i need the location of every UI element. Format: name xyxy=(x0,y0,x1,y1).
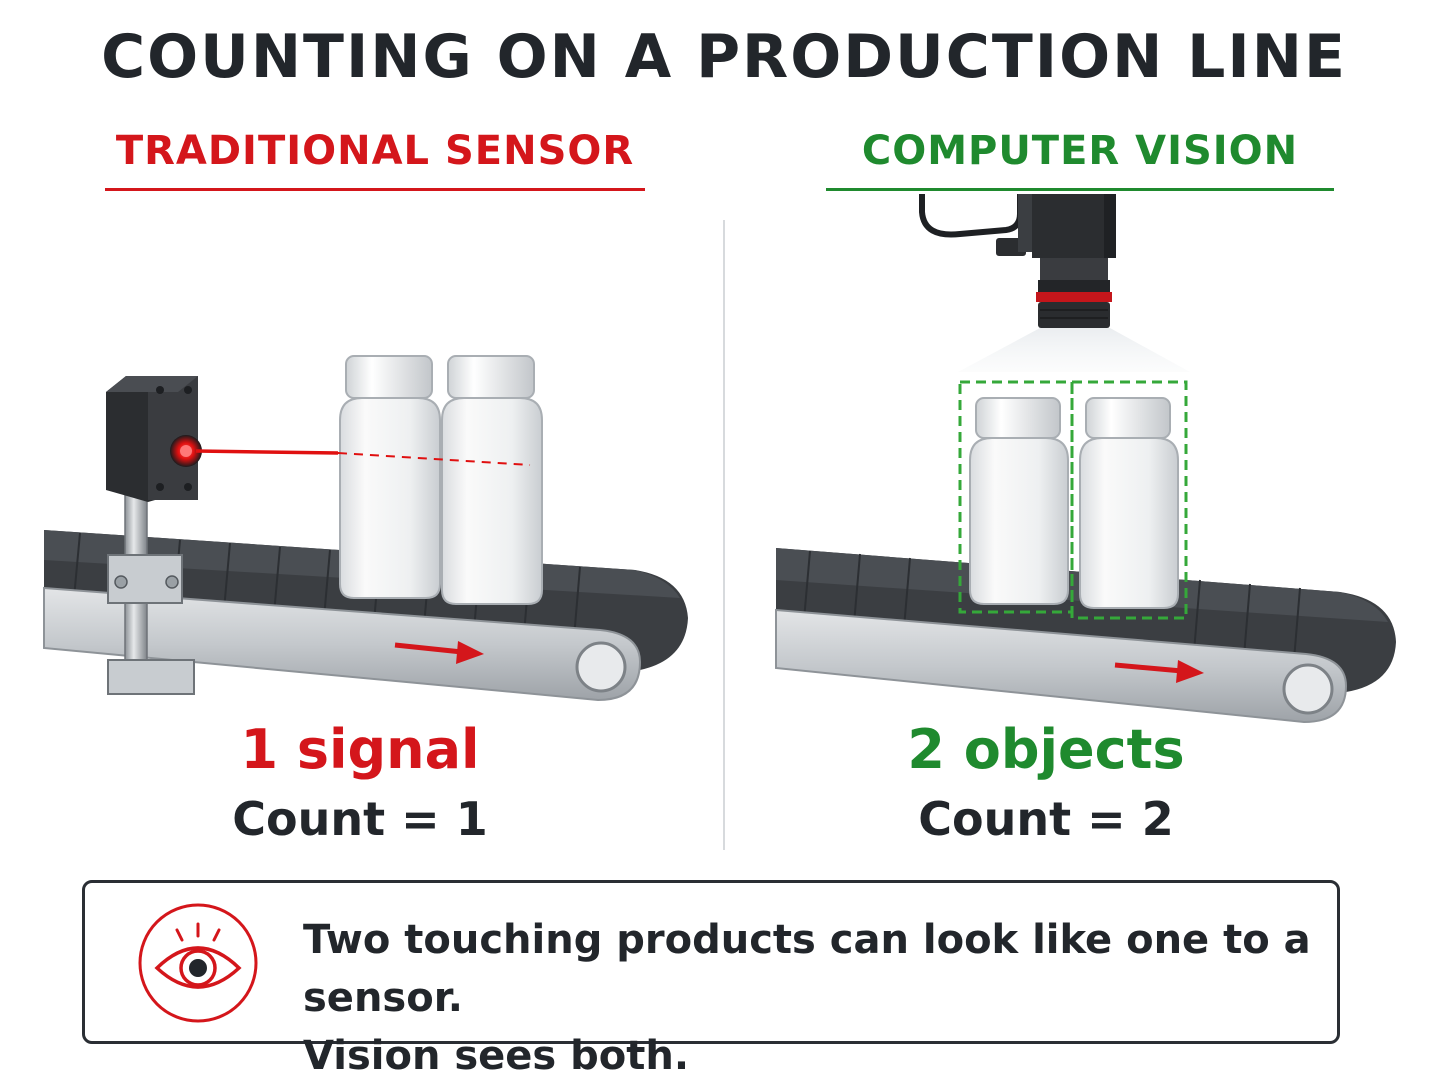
vision-camera xyxy=(919,194,1116,328)
left-direction-arrow xyxy=(394,641,484,664)
detection-box-2 xyxy=(1070,380,1188,620)
right-bottle-1 xyxy=(969,397,1069,605)
eye-icon xyxy=(138,903,258,1023)
computer-vision-underline xyxy=(826,188,1334,191)
right-direction-arrow xyxy=(1114,660,1204,683)
left-bottle-1 xyxy=(339,355,441,599)
vision-count: Count = 2 xyxy=(918,792,1174,846)
camera-light-cone xyxy=(958,328,1190,372)
traditional-sensor-underline xyxy=(105,188,645,191)
computer-vision-heading: COMPUTER VISION xyxy=(861,128,1299,174)
photoelectric-sensor xyxy=(106,376,202,502)
callout-line-2: Vision sees both. xyxy=(303,1033,690,1079)
sensor-result: 1 signal xyxy=(240,718,480,781)
callout-box: Two touching products can look like one … xyxy=(82,880,1340,1079)
left-bottle-2 xyxy=(441,355,543,605)
vision-result: 2 objects xyxy=(907,718,1185,781)
page-title: COUNTING ON A PRODUCTION LINE xyxy=(101,22,1347,92)
sensor-mount xyxy=(107,494,195,695)
traditional-sensor-heading: TRADITIONAL SENSOR xyxy=(115,128,635,174)
panel-divider xyxy=(723,220,725,850)
callout-line-1: Two touching products can look like one … xyxy=(303,917,1311,1021)
sensor-count: Count = 1 xyxy=(232,792,488,846)
right-bottle-2 xyxy=(1079,397,1179,609)
